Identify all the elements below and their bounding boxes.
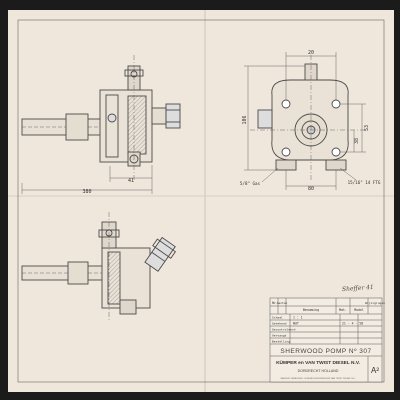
side-view: [21, 55, 181, 194]
bolt-hole: [281, 99, 291, 109]
front-view: [244, 52, 370, 190]
bottom-view: [21, 212, 177, 320]
col-mat: Mat.: [339, 308, 347, 312]
angled-fitting: [144, 236, 177, 272]
company-name: KÜMPER en VAN TWIST DIESEL N.V.: [276, 359, 360, 366]
company-location: DORDRECHT HOLLAND: [298, 369, 339, 373]
drawing-border: [17, 19, 385, 383]
drawing-title: SHERWOOD POMP Nº 307: [280, 348, 371, 355]
wijzigingen-label: Wijzigingen: [365, 301, 385, 305]
col-model: Model: [354, 308, 364, 312]
getekend-label: Getekend: [272, 322, 287, 326]
side-outlet: [165, 103, 181, 129]
getekend-name: Wdf: [293, 322, 299, 326]
bolt-hole: [331, 147, 341, 157]
col-nr: Nr: [272, 301, 276, 305]
sheet-format: A²: [371, 366, 379, 375]
dim-label-front-right-a: 53: [364, 125, 370, 131]
left-outlet: [257, 109, 273, 129]
getekend-date: 21 - 4 - 58: [342, 322, 363, 326]
col-benaming: Benaming: [303, 308, 319, 312]
dim-label-side-partial: 41: [128, 178, 134, 184]
dim-label-front-bottom: 80: [308, 186, 314, 192]
label-left-thread: 5/8" Gas: [240, 181, 261, 186]
label-right-thread: 15/16" 14 FTG: [348, 180, 381, 185]
bolt-hole: [281, 147, 291, 157]
bestelling-label: Bestelling: [272, 340, 290, 344]
vervangt-label: Vervangt: [272, 334, 287, 338]
title-block-text: Nr Aantal Benaming Mat. Model Wijziginge…: [272, 301, 385, 380]
dim-label-front-top: 20: [308, 50, 314, 56]
handwritten-note: Sheffer 41: [342, 284, 374, 293]
schaal-value: 1 : 1: [293, 316, 303, 320]
col-aantal: Aantal: [277, 301, 288, 305]
dim-label-side-total: 380: [82, 189, 91, 195]
title-block: [269, 297, 383, 383]
copyright-note: NADRUK VERBODEN · EIGENDOM KÜMPER EN VAN…: [281, 377, 356, 380]
schaal-label: Schaal: [272, 316, 283, 320]
dim-label-front-height: 106: [242, 115, 248, 124]
bolt-hole: [331, 99, 341, 109]
gecontroleerd-label: Gecontroleerd: [272, 328, 296, 332]
dim-label-front-right-b: 38: [354, 138, 360, 144]
